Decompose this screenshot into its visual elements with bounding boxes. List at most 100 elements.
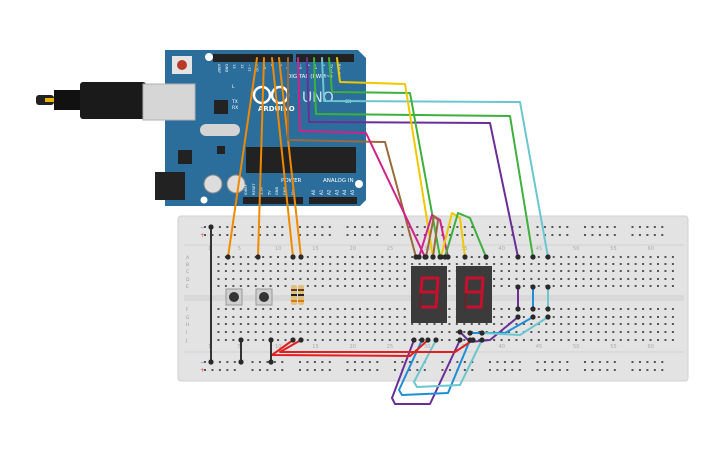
rail-hole[interactable] — [638, 369, 641, 371]
rail-hole[interactable] — [511, 361, 514, 363]
breadboard-hole[interactable] — [522, 270, 525, 272]
rail-hole[interactable] — [368, 361, 371, 363]
breadboard-hole[interactable] — [232, 278, 235, 280]
rail-hole[interactable] — [218, 361, 221, 363]
rail-hole[interactable] — [448, 234, 451, 236]
rail-hole[interactable] — [273, 226, 276, 228]
wire-endpoint[interactable] — [457, 337, 463, 343]
rail-hole[interactable] — [456, 234, 459, 236]
breadboard-hole[interactable] — [485, 323, 488, 325]
breadboard-hole[interactable] — [664, 308, 667, 310]
breadboard-hole[interactable] — [448, 331, 451, 333]
breadboard-hole[interactable] — [448, 263, 451, 265]
rail-hole[interactable] — [233, 369, 236, 371]
breadboard-hole[interactable] — [351, 323, 354, 325]
breadboard-hole[interactable] — [567, 316, 570, 318]
breadboard-hole[interactable] — [336, 256, 339, 258]
breadboard-hole[interactable] — [657, 331, 659, 333]
rail-hole[interactable] — [394, 361, 396, 363]
breadboard-hole[interactable] — [478, 339, 481, 341]
rail-hole[interactable] — [551, 234, 554, 236]
reset-button[interactable] — [177, 60, 187, 70]
rail-hole[interactable] — [328, 369, 331, 371]
breadboard-hole[interactable] — [671, 323, 674, 325]
breadboard-hole[interactable] — [657, 339, 659, 341]
rail-hole[interactable] — [281, 226, 284, 228]
breadboard-hole[interactable] — [299, 308, 302, 310]
breadboard-hole[interactable] — [671, 308, 674, 310]
breadboard-hole[interactable] — [277, 285, 280, 287]
breadboard-hole[interactable] — [634, 316, 637, 318]
breadboard-hole[interactable] — [344, 278, 347, 280]
breadboard-hole[interactable] — [321, 285, 324, 287]
rail-hole[interactable] — [361, 361, 364, 363]
rail-hole[interactable] — [543, 361, 546, 363]
breadboard-hole[interactable] — [463, 263, 466, 265]
breadboard-hole[interactable] — [254, 263, 257, 265]
breadboard-hole[interactable] — [589, 278, 592, 280]
rail-hole[interactable] — [441, 361, 444, 363]
rail-hole[interactable] — [328, 361, 331, 363]
breadboard-hole[interactable] — [448, 308, 451, 310]
breadboard-hole[interactable] — [530, 339, 533, 341]
breadboard-hole[interactable] — [575, 278, 578, 280]
breadboard-hole[interactable] — [604, 263, 607, 265]
breadboard-hole[interactable] — [291, 270, 294, 272]
breadboard-hole[interactable] — [582, 278, 585, 280]
breadboard-hole[interactable] — [448, 278, 451, 280]
breadboard-hole[interactable] — [634, 270, 637, 272]
rail-hole[interactable] — [313, 369, 316, 371]
breadboard-hole[interactable] — [612, 339, 615, 341]
rail-hole[interactable] — [321, 361, 324, 363]
breadboard-hole[interactable] — [388, 339, 391, 341]
rail-hole[interactable] — [266, 369, 269, 371]
breadboard-hole[interactable] — [277, 256, 280, 258]
breadboard-hole[interactable] — [634, 256, 637, 258]
breadboard-hole[interactable] — [262, 308, 265, 310]
breadboard-hole[interactable] — [232, 339, 235, 341]
wire-green[interactable] — [444, 212, 487, 258]
breadboard-hole[interactable] — [589, 331, 592, 333]
breadboard-hole[interactable] — [344, 270, 347, 272]
breadboard-hole[interactable] — [522, 308, 525, 310]
breadboard-hole[interactable] — [671, 331, 674, 333]
breadboard-hole[interactable] — [493, 308, 496, 310]
breadboard-hole[interactable] — [575, 263, 578, 265]
breadboard-hole[interactable] — [560, 278, 563, 280]
breadboard-hole[interactable] — [254, 308, 257, 310]
breadboard-hole[interactable] — [284, 263, 287, 265]
rail-hole[interactable] — [251, 369, 254, 371]
rail-hole[interactable] — [653, 361, 656, 363]
rail-hole[interactable] — [638, 361, 641, 363]
breadboard-hole[interactable] — [291, 316, 294, 318]
rail-hole[interactable] — [638, 234, 641, 236]
wire-endpoint[interactable] — [479, 337, 485, 343]
breadboard-hole[interactable] — [262, 331, 265, 333]
breadboard-hole[interactable] — [396, 331, 399, 333]
breadboard-hole[interactable] — [567, 278, 570, 280]
rail-hole[interactable] — [536, 226, 539, 228]
rail-hole[interactable] — [346, 361, 349, 363]
breadboard-hole[interactable] — [321, 256, 324, 258]
breadboard-hole[interactable] — [627, 323, 630, 325]
breadboard-hole[interactable] — [403, 263, 406, 265]
breadboard-hole[interactable] — [552, 323, 555, 325]
breadboard-hole[interactable] — [269, 323, 272, 325]
breadboard-hole[interactable] — [366, 278, 369, 280]
rail-hole[interactable] — [598, 369, 601, 371]
breadboard-hole[interactable] — [582, 256, 585, 258]
breadboard-hole[interactable] — [217, 285, 220, 287]
breadboard-hole[interactable] — [567, 339, 570, 341]
rail-hole[interactable] — [551, 361, 554, 363]
breadboard-hole[interactable] — [366, 263, 369, 265]
rail-hole[interactable] — [321, 369, 324, 371]
breadboard-hole[interactable] — [381, 270, 384, 272]
wire-red[interactable] — [279, 339, 474, 353]
breadboard-hole[interactable] — [493, 323, 496, 325]
rail-hole[interactable] — [661, 361, 664, 363]
breadboard-hole[interactable] — [418, 323, 421, 325]
wire-endpoint[interactable] — [545, 314, 551, 320]
breadboard-hole[interactable] — [619, 308, 622, 310]
rail-hole[interactable] — [361, 369, 364, 371]
breadboard-hole[interactable] — [649, 256, 652, 258]
